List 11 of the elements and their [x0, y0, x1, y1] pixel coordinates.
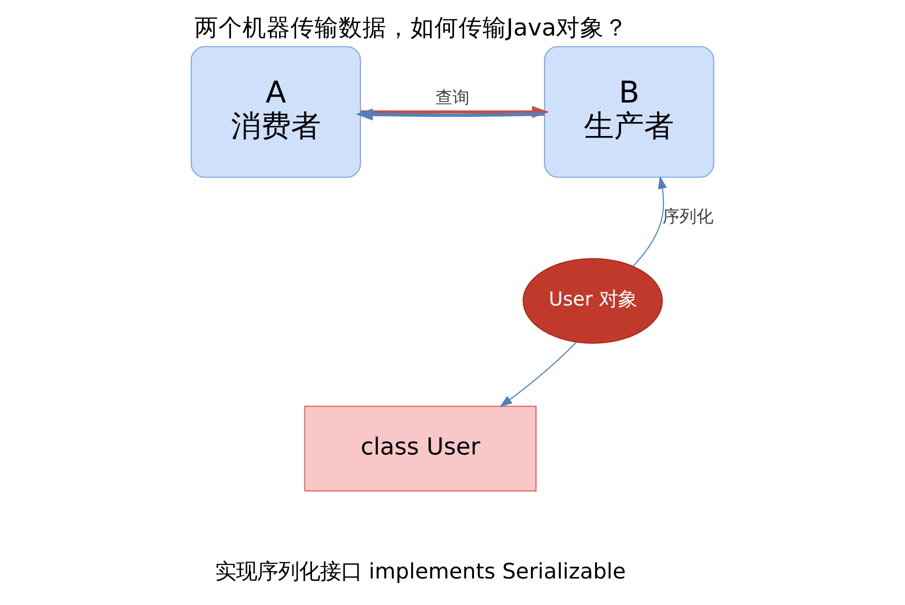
- label: 实现序列化接口 implements Serializable: [214, 560, 626, 585]
- diagram-title: 两个机器传输数据，如何传输Java对象？: [194, 14, 628, 42]
- node-ellipse: User 对象: [522, 258, 663, 344]
- node-box: B 生产者: [544, 46, 714, 178]
- arrow: [356, 108, 544, 121]
- arrow: [499, 342, 577, 408]
- node-box: A 消费者: [190, 46, 361, 178]
- node-box: class User: [304, 406, 537, 492]
- arrow: [632, 176, 667, 266]
- edge-label: 序列化: [662, 206, 714, 227]
- edge-label: 查询: [436, 88, 470, 108]
